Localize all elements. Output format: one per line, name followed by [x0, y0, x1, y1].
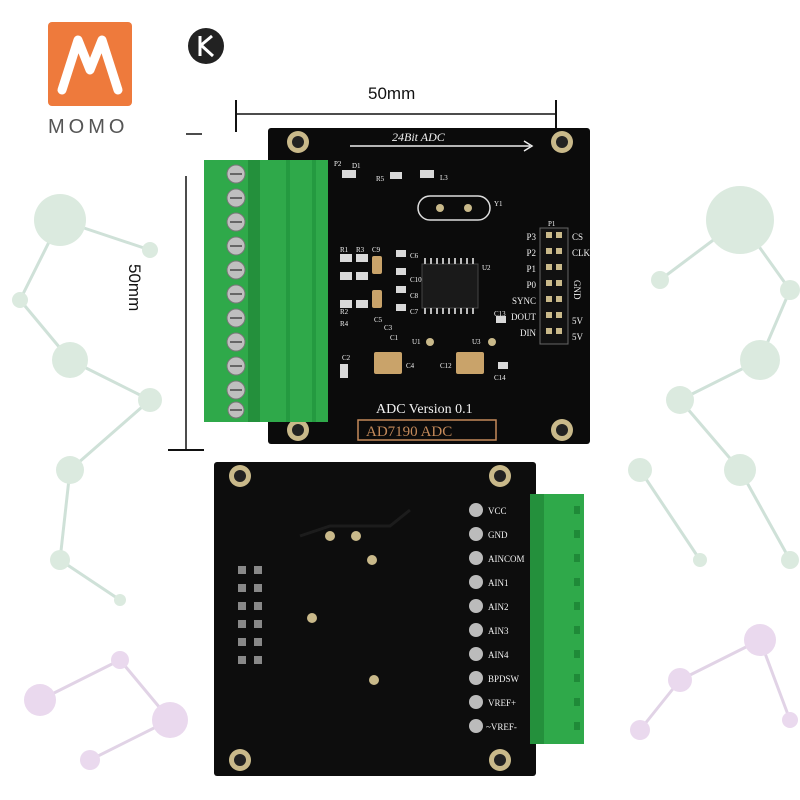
crystal-outline	[417, 195, 491, 221]
silk-p1: P1	[548, 220, 556, 228]
terminal-label-bpdsw: BPDSW	[488, 674, 520, 684]
silk-u1: U1	[412, 338, 421, 346]
silk-u3: U3	[472, 338, 481, 346]
silk-c3: C3	[384, 324, 393, 332]
silk-c5: C5	[374, 316, 383, 324]
terminal-label-vref-minus: ~VREF-	[486, 722, 517, 732]
terminal-label-aincom: AINCOM	[488, 554, 525, 564]
brand-name: MOMO	[48, 116, 129, 138]
terminal-block-top	[204, 160, 328, 422]
mounting-holes-top	[287, 131, 573, 441]
silk-p2: P2	[334, 160, 342, 168]
silk-y1: Y1	[494, 200, 503, 208]
pin-label-dout: DOUT	[511, 312, 536, 322]
silk-c14: C14	[494, 374, 506, 382]
silk-c6: C6	[410, 252, 419, 260]
pin-label-p0: P0	[526, 280, 536, 290]
pin-label-din: DIN	[520, 328, 536, 338]
pin-label-gnd: GND	[572, 280, 582, 300]
silk-l3: L3	[440, 174, 448, 182]
silk-c12: C12	[440, 362, 452, 370]
silk-c4: C4	[406, 362, 415, 370]
pin-label-cs: CS	[572, 232, 583, 242]
bottom-terminal-pads	[469, 503, 483, 733]
silk-c10: C10	[410, 276, 422, 284]
version-label: ADC Version 0.1	[376, 402, 473, 417]
width-dimension-label: 50mm	[368, 84, 416, 103]
pin-label-5v-b: 5V	[572, 332, 584, 342]
terminal-label-vref-plus: VREF+	[488, 698, 516, 708]
silk-c1: C1	[390, 334, 399, 342]
silk-c13: C13	[494, 310, 506, 318]
terminal-label-ain1: AIN1	[488, 578, 509, 588]
silk-r5: R5	[376, 175, 385, 183]
silk-r4: R4	[340, 320, 349, 328]
silk-c9: C9	[372, 246, 381, 254]
terminal-label-gnd: GND	[488, 530, 508, 540]
dk-logo-icon	[188, 28, 224, 64]
terminal-label-vcc: VCC	[488, 506, 507, 516]
pin-label-5v-a: 5V	[572, 316, 584, 326]
silk-u2: U2	[482, 264, 491, 272]
pin-label-p2: P2	[526, 248, 536, 258]
pin-label-clk: CLK	[572, 248, 591, 258]
momo-logo-icon	[48, 22, 132, 106]
ad7190-chip	[421, 263, 479, 309]
momo-logo-glyph	[57, 35, 123, 95]
bottom-pin-header	[238, 566, 262, 664]
terminal-label-ain2: AIN2	[488, 602, 509, 612]
pin-label-p1: P1	[526, 264, 536, 274]
silk-c2: C2	[342, 354, 351, 362]
terminal-screws-top	[226, 164, 246, 419]
silk-r1: R1	[340, 246, 349, 254]
terminal-label-ain3: AIN3	[488, 626, 509, 636]
silk-c8: C8	[410, 292, 419, 300]
silk-d1: D1	[352, 162, 361, 170]
pin-header	[539, 227, 569, 345]
bottom-board-substrate	[214, 462, 536, 776]
pin-label-p3: P3	[526, 232, 536, 242]
silk-24bit-label: 24Bit ADC	[392, 130, 446, 144]
silk-r2: R2	[340, 308, 349, 316]
pin-label-sync: SYNC	[512, 296, 536, 306]
mounting-holes-bottom	[229, 465, 511, 771]
chip-model-label: AD7190 ADC	[366, 424, 452, 440]
silk-c7: C7	[410, 308, 419, 316]
terminal-label-ain4: AIN4	[488, 650, 509, 660]
silk-r3: R3	[356, 246, 365, 254]
